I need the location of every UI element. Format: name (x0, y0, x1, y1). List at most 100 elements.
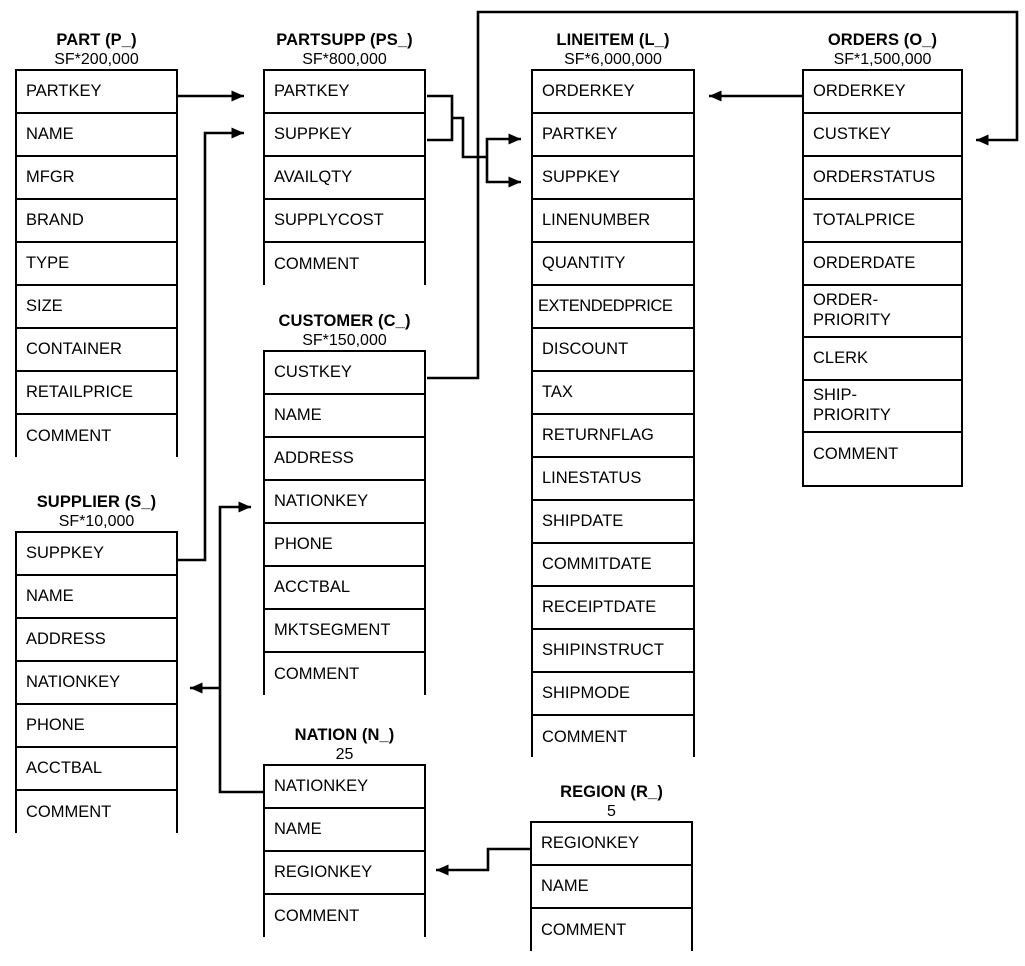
field-row[interactable]: CUSTKEY (265, 352, 424, 395)
entity-nation-title: NATION (N_) (294, 726, 395, 744)
field-row[interactable]: CLERK (804, 338, 961, 381)
entity-region-cardinality: 5 (607, 803, 616, 820)
field-row[interactable]: ACCTBAL (265, 567, 424, 610)
field-row[interactable]: ORDERDATE (804, 243, 961, 286)
field-row[interactable]: CUSTKEY (804, 114, 961, 157)
field-row[interactable]: TOTALPRICE (804, 200, 961, 243)
entity-customer-fields: CUSTKEY NAME ADDRESS NATIONKEY PHONE ACC… (263, 350, 426, 696)
wire-nation-trunk (218, 501, 263, 794)
field-row[interactable]: NATIONKEY (265, 481, 424, 524)
field-row[interactable]: RECEIPTDATE (533, 587, 693, 630)
wire-region-to-nation (436, 847, 530, 876)
entity-part-title: PART (P_) (56, 31, 137, 49)
entity-lineitem: LINEITEM (L_) SF*6,000,000 ORDERKEY PART… (531, 30, 695, 759)
entity-supplier-cardinality: SF*10,000 (58, 513, 135, 530)
field-row[interactable]: NATIONKEY (265, 766, 424, 809)
field-row[interactable]: LINESTATUS (533, 458, 693, 501)
wire-supplier-to-partsupp (177, 127, 244, 562)
field-row[interactable]: COMMENT (265, 653, 424, 696)
field-row[interactable]: TYPE (17, 243, 176, 286)
field-row[interactable]: PARTKEY (265, 71, 424, 114)
entity-region-fields: REGIONKEY NAME COMMENT (530, 821, 693, 952)
entity-region: REGION (R_) 5 REGIONKEY NAME COMMENT (530, 782, 693, 952)
wire-partsupp-to-lineitem-partkey (485, 133, 521, 157)
field-row[interactable]: REGIONKEY (265, 852, 424, 895)
wire-partsupp-to-lineitem-trunk (452, 116, 487, 159)
entity-supplier-title: SUPPLIER (S_) (36, 493, 157, 511)
field-row[interactable]: ORDERKEY (533, 71, 693, 114)
entity-orders-cardinality: SF*1,500,000 (833, 51, 932, 68)
field-row[interactable]: COMMENT (17, 791, 176, 834)
entity-orders-title: ORDERS (O_) (827, 31, 938, 49)
field-row[interactable]: RETAILPRICE (17, 372, 176, 415)
entity-orders-fields: ORDERKEY CUSTKEY ORDERSTATUS TOTALPRICE … (802, 69, 963, 487)
field-row[interactable]: CONTAINER (17, 329, 176, 372)
entity-nation-fields: NATIONKEY NAME REGIONKEY COMMENT (263, 764, 426, 938)
field-row[interactable]: BRAND (17, 200, 176, 243)
wire-partsupp-to-lineitem-suppkey (485, 157, 521, 188)
field-row[interactable]: ORDERKEY (804, 71, 961, 114)
field-row[interactable]: ADDRESS (265, 438, 424, 481)
entity-partsupp-fields: PARTKEY SUPPKEY AVAILQTY SUPPLYCOST COMM… (263, 69, 426, 286)
field-row[interactable]: ORDERSTATUS (804, 157, 961, 200)
entity-lineitem-fields: ORDERKEY PARTKEY SUPPKEY LINENUMBER QUAN… (531, 69, 695, 759)
field-row[interactable]: COMMENT (265, 895, 424, 938)
field-row[interactable]: COMMENT (532, 909, 691, 952)
field-row[interactable]: RETURNFLAG (533, 415, 693, 458)
field-row[interactable]: ACCTBAL (17, 748, 176, 791)
field-row[interactable]: COMMITDATE (533, 544, 693, 587)
field-row[interactable]: PARTKEY (17, 71, 176, 114)
entity-supplier: SUPPLIER (S_) SF*10,000 SUPPKEY NAME ADD… (15, 492, 178, 834)
entity-supplier-fields: SUPPKEY NAME ADDRESS NATIONKEY PHONE ACC… (15, 531, 178, 834)
field-row[interactable]: COMMENT (265, 243, 424, 286)
field-row[interactable]: SUPPLYCOST (265, 200, 424, 243)
field-row[interactable]: NAME (17, 576, 176, 619)
field-row[interactable]: SUPPKEY (17, 533, 176, 576)
field-row[interactable]: COMMENT (804, 433, 961, 476)
field-row[interactable]: REGIONKEY (532, 823, 691, 866)
entity-customer-cardinality: SF*150,000 (302, 332, 387, 349)
field-row[interactable]: MKTSEGMENT (265, 610, 424, 653)
field-row[interactable]: NAME (265, 395, 424, 438)
entity-lineitem-title: LINEITEM (L_) (556, 31, 670, 49)
field-row[interactable]: TAX (533, 372, 693, 415)
entity-part: PART (P_) SF*200,000 PARTKEY NAME MFGR B… (15, 30, 178, 458)
entity-nation-cardinality: 25 (335, 746, 354, 763)
field-row[interactable]: SHIP- PRIORITY (804, 381, 961, 433)
field-row[interactable]: SHIPMODE (533, 673, 693, 716)
entity-customer-title: CUSTOMER (C_) (278, 312, 411, 330)
entity-region-title: REGION (R_) (560, 783, 663, 801)
entity-orders: ORDERS (O_) SF*1,500,000 ORDERKEY CUSTKE… (802, 30, 963, 487)
wire-partsupp-bracket (427, 94, 454, 142)
field-row[interactable]: SHIPINSTRUCT (533, 630, 693, 673)
field-row[interactable]: QUANTITY (533, 243, 693, 286)
field-row[interactable]: NATIONKEY (17, 662, 176, 705)
field-row[interactable]: MFGR (17, 157, 176, 200)
field-row[interactable]: SUPPKEY (265, 114, 424, 157)
field-row[interactable]: EXTENDEDPRICE (533, 286, 693, 329)
field-row[interactable]: SUPPKEY (533, 157, 693, 200)
entity-customer: CUSTOMER (C_) SF*150,000 CUSTKEY NAME AD… (263, 311, 426, 696)
field-row[interactable]: ADDRESS (17, 619, 176, 662)
field-row[interactable]: PHONE (17, 705, 176, 748)
entity-nation: NATION (N_) 25 NATIONKEY NAME REGIONKEY … (263, 725, 426, 938)
entity-partsupp: PARTSUPP (PS_) SF*800,000 PARTKEY SUPPKE… (263, 30, 426, 286)
field-row[interactable]: ORDER- PRIORITY (804, 286, 961, 338)
field-row[interactable]: NAME (532, 866, 691, 909)
entity-partsupp-cardinality: SF*800,000 (302, 51, 387, 68)
field-row[interactable]: SHIPDATE (533, 501, 693, 544)
entity-part-cardinality: SF*200,000 (54, 51, 139, 68)
field-row[interactable]: COMMENT (17, 415, 176, 458)
field-row[interactable]: PARTKEY (533, 114, 693, 157)
field-row[interactable]: SIZE (17, 286, 176, 329)
field-row[interactable]: LINENUMBER (533, 200, 693, 243)
entity-partsupp-title: PARTSUPP (PS_) (276, 31, 413, 49)
field-row[interactable]: NAME (265, 809, 424, 852)
field-row[interactable]: AVAILQTY (265, 157, 424, 200)
field-row[interactable]: PHONE (265, 524, 424, 567)
entity-part-fields: PARTKEY NAME MFGR BRAND TYPE SIZE CONTAI… (15, 69, 178, 458)
field-row[interactable]: COMMENT (533, 716, 693, 759)
field-row[interactable]: NAME (17, 114, 176, 157)
field-row[interactable]: DISCOUNT (533, 329, 693, 372)
